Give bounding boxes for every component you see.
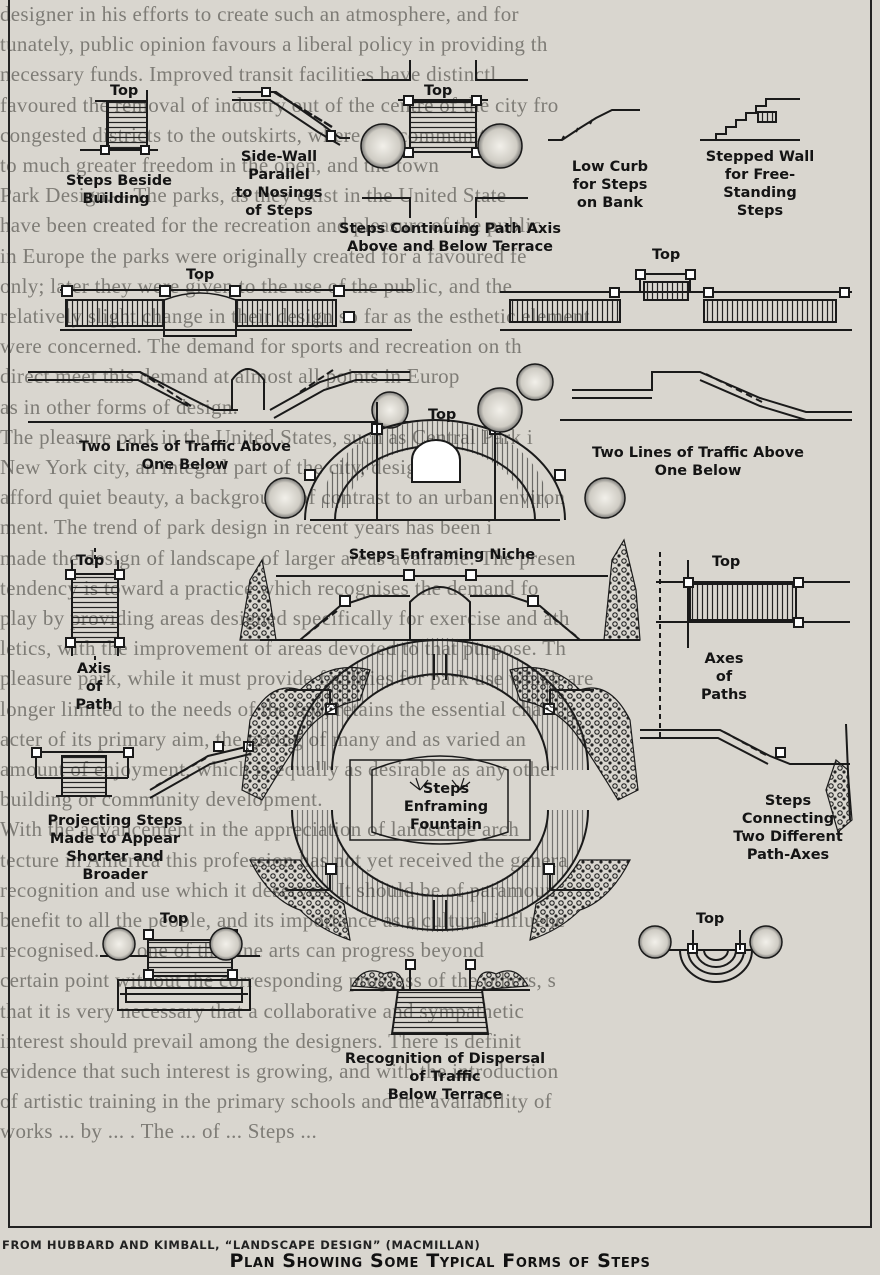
label-line: Axes xyxy=(704,651,744,667)
label-line: Stepped Wall xyxy=(705,149,815,165)
background-text-line: in Europe the parks were originally crea… xyxy=(0,243,527,268)
diagram-two-lines-right xyxy=(500,269,852,421)
label-line: Two Lines of Traffic Above xyxy=(592,445,804,461)
label-line: Shorter and xyxy=(66,849,164,865)
label-line: for Steps xyxy=(572,177,648,193)
background-text-line: necessary funds. Improved transit facili… xyxy=(0,62,497,87)
label-line: Standing xyxy=(723,185,797,201)
background-text-line: direct meet this demand at almost all po… xyxy=(0,364,460,389)
label-line: Paths xyxy=(701,687,747,703)
label-line: Steps xyxy=(422,781,470,797)
background-text-line: only; later they were given to the use o… xyxy=(0,273,513,298)
label-line: on Bank xyxy=(576,195,644,211)
diagram-side-wall xyxy=(232,87,350,146)
diagram-steps-beside-building xyxy=(80,90,158,155)
label-line: Steps xyxy=(764,793,812,809)
diagram-recognition-center xyxy=(350,959,530,1035)
diagram-low-curb xyxy=(548,109,640,141)
label-line: Path-Axes xyxy=(746,847,830,863)
diagram-axis-of-path xyxy=(65,548,125,672)
label-line: Parallel xyxy=(248,167,310,183)
label-line: Axis xyxy=(76,661,112,677)
background-text-line: Park Design.—The parks, as they exist in… xyxy=(0,183,507,208)
label-line: of xyxy=(715,669,733,685)
background-text-line: of artistic training in the primary scho… xyxy=(0,1089,552,1114)
diagram-steps-continuing xyxy=(362,60,528,218)
label-line: Two Different xyxy=(733,829,843,845)
label-line: of Steps xyxy=(245,203,313,219)
diagram-stepped-wall xyxy=(700,98,800,141)
label-line: Recognition of Dispersal xyxy=(344,1051,546,1067)
diagram-two-lines-left xyxy=(28,285,412,423)
label-low-curb: Low Curb for Steps on Bank xyxy=(560,158,660,212)
diagram-recognition-right xyxy=(660,930,770,983)
background-text-line: works ... by ... . The ... of ... Steps … xyxy=(0,1119,317,1144)
label-line: Path xyxy=(75,697,113,713)
label-line: Two Lines of Traffic Above xyxy=(79,439,291,455)
label-top-8: Top xyxy=(160,911,189,927)
label-line: Steps xyxy=(736,203,784,219)
background-text-line: certain point without the corresponding … xyxy=(0,968,557,993)
label-top-2: Top xyxy=(424,83,453,99)
label-line: Low Curb xyxy=(571,159,649,175)
label-top-6: Top xyxy=(76,553,105,569)
label-top-4: Top xyxy=(652,247,681,263)
label-line: to Nosings xyxy=(235,185,323,201)
background-text-line: With the advancement in the appreciation… xyxy=(0,817,520,842)
label-line: One Below xyxy=(654,463,742,479)
label-line: Connecting xyxy=(741,811,835,827)
label-top-5: Top xyxy=(428,407,457,423)
background-text-line: evidence that such interest is growing, … xyxy=(0,1059,559,1083)
background-text-line: designer in his efforts to create such a… xyxy=(0,2,519,26)
label-line: for Free- xyxy=(724,167,796,183)
label-line: Above and Below Terrace xyxy=(346,239,553,255)
background-text-line: as in other forms of design. xyxy=(0,394,239,419)
figure-caption: Plan Showing Some Typical Forms of Steps xyxy=(229,1250,651,1272)
label-line: Steps Beside xyxy=(66,173,172,189)
plate-frame xyxy=(8,0,872,1228)
diagram-fountain xyxy=(286,638,594,932)
label-line: One Below xyxy=(141,457,229,473)
background-text-line: were concerned. The demand for sports an… xyxy=(0,334,522,359)
background-text-line: tunately, public opinion favours a liber… xyxy=(0,32,548,57)
label-top-3: Top xyxy=(186,267,215,283)
label-line: Fountain xyxy=(410,817,482,833)
label-steps-enframing-niche: Steps Enframing Niche xyxy=(348,547,536,563)
background-text-line: have been created for the recreation and… xyxy=(0,213,542,238)
label-line: of xyxy=(85,679,103,695)
diagram-niche xyxy=(304,402,566,521)
source-credit: FROM HUBBARD AND KIMBALL, “LANDSCAPE DES… xyxy=(2,1238,481,1252)
label-line: Projecting Steps xyxy=(47,813,183,829)
label-line: of Traffic xyxy=(409,1069,481,1085)
diagram-niche-elevation xyxy=(260,569,640,641)
label-line: Enframing xyxy=(403,799,489,815)
label-top-9: Top xyxy=(696,911,725,927)
label-line: Side-Wall xyxy=(240,149,318,165)
label-line: Steps Continuing Path Axis xyxy=(339,221,561,237)
label-line: Broader xyxy=(82,867,148,883)
label-top-7: Top xyxy=(712,554,741,570)
label-line: Building xyxy=(82,191,150,207)
label-line: Below Terrace xyxy=(387,1087,503,1103)
label-line: Made to Appear xyxy=(49,831,181,847)
label-top-1: Top xyxy=(110,83,139,99)
